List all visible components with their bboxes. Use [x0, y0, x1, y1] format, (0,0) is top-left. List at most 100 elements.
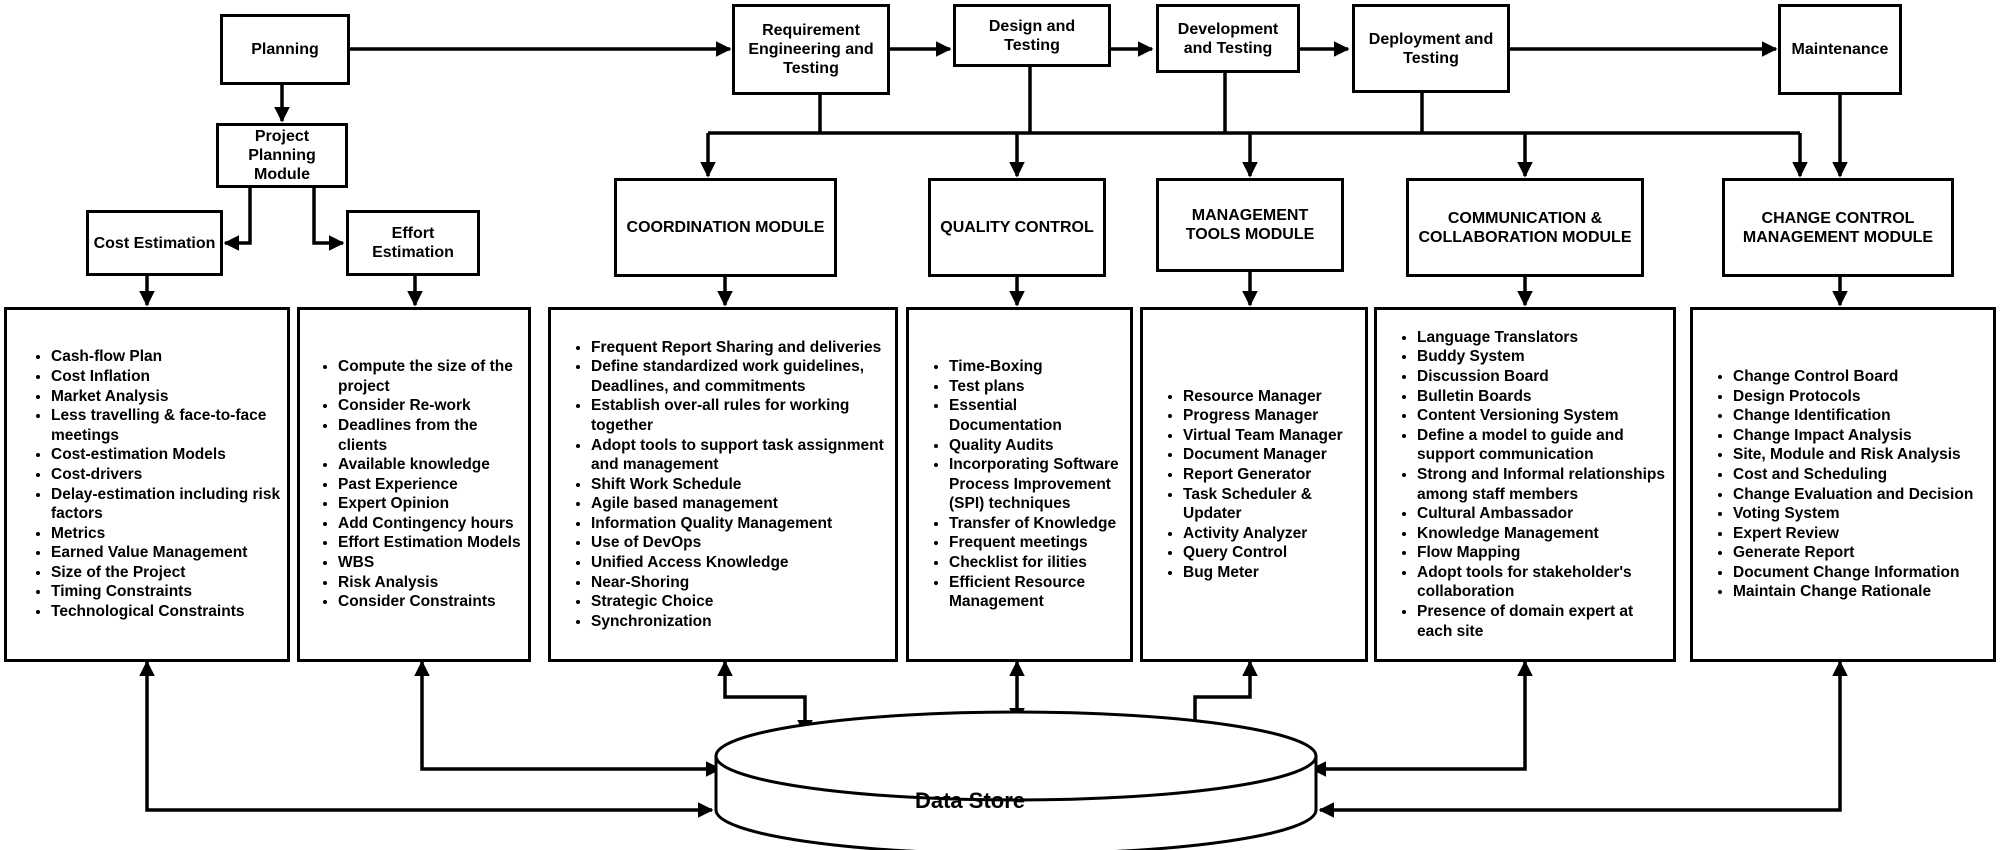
list-item: Frequent Report Sharing and deliveries [591, 338, 891, 358]
arrow-management-store [1187, 660, 1258, 736]
list-item: Cash-flow Plan [51, 347, 283, 367]
list-item: Virtual Team Manager [1183, 426, 1361, 446]
list-item: Cost Inflation [51, 367, 283, 387]
list-item: Near-Shoring [591, 573, 891, 593]
list-item: Content Versioning System [1417, 406, 1669, 426]
list-item: Change Identification [1733, 406, 1989, 426]
list-item: Expert Review [1733, 524, 1989, 544]
list-item: Bulletin Boards [1417, 387, 1669, 407]
data-store-cylinder [714, 710, 1318, 850]
list-item: Activity Analyzer [1183, 524, 1361, 544]
list-item: Adopt tools for stakeholder's collaborat… [1417, 563, 1669, 602]
list-item: Timing Constraints [51, 582, 283, 602]
list-item: Establish over-all rules for working tog… [591, 396, 891, 435]
list-item: Report Generator [1183, 465, 1361, 485]
list-item: Presence of domain expert at each site [1417, 602, 1669, 641]
list-item: Bug Meter [1183, 563, 1361, 583]
effort-estimation-module: Effort Estimation [346, 210, 480, 276]
list-item: Past Experience [338, 475, 524, 495]
list-item: Test plans [949, 377, 1126, 397]
list-item: Change Evaluation and Decision [1733, 485, 1989, 505]
list-item: Delay-estimation including risk factors [51, 485, 283, 524]
quality-control-module: QUALITY CONTROL [928, 178, 1106, 277]
management-tools-list: Resource Manager Progress Manager Virtua… [1165, 387, 1361, 583]
list-item: Buddy System [1417, 347, 1669, 367]
phase-planning: Planning [220, 14, 350, 85]
list-item: Risk Analysis [338, 573, 524, 593]
list-item: Effort Estimation Models [338, 533, 524, 553]
management-tools-panel: Resource Manager Progress Manager Virtua… [1140, 307, 1368, 662]
arrow-cost-store [139, 660, 714, 818]
list-item: Consider Re-work [338, 396, 524, 416]
list-item: Generate Report [1733, 543, 1989, 563]
list-item: Document Manager [1183, 445, 1361, 465]
effort-estimation-list: Compute the size of the project Consider… [320, 357, 524, 612]
list-item: Unified Access Knowledge [591, 553, 891, 573]
list-item: Essential Documentation [949, 396, 1126, 435]
list-item: Language Translators [1417, 328, 1669, 348]
cost-estimation-module: Cost Estimation [86, 210, 223, 276]
coordination-list: Frequent Report Sharing and deliveries D… [573, 338, 891, 632]
list-item: Progress Manager [1183, 406, 1361, 426]
management-tools-module: MANAGEMENT TOOLS MODULE [1156, 178, 1344, 272]
list-item: WBS [338, 553, 524, 573]
arrow-project-to-cost [223, 188, 252, 251]
list-item: Time-Boxing [949, 357, 1126, 377]
effort-estimation-panel: Compute the size of the project Consider… [297, 307, 531, 662]
list-item: Synchronization [591, 612, 891, 632]
list-item: Transfer of Knowledge [949, 514, 1126, 534]
phase-development: Development and Testing [1156, 4, 1300, 73]
change-control-panel: Change Control Board Design Protocols Ch… [1690, 307, 1996, 662]
list-item: Cost and Scheduling [1733, 465, 1989, 485]
coordination-panel: Frequent Report Sharing and deliveries D… [548, 307, 898, 662]
list-item: Deadlines from the clients [338, 416, 524, 455]
list-item: Adopt tools to support task assignment a… [591, 436, 891, 475]
list-item: Frequent meetings [949, 533, 1126, 553]
list-item: Quality Audits [949, 436, 1126, 456]
list-item: Incorporating Software Process Improveme… [949, 455, 1126, 514]
list-item: Checklist for ilities [949, 553, 1126, 573]
list-item: Market Analysis [51, 387, 283, 407]
arrow-project-to-effort [312, 188, 345, 251]
list-item: Discussion Board [1417, 367, 1669, 387]
communication-collaboration-module: COMMUNICATION & COLLABORATION MODULE [1406, 178, 1644, 277]
list-item: Resource Manager [1183, 387, 1361, 407]
list-item: Information Quality Management [591, 514, 891, 534]
phase-design: Design and Testing [953, 4, 1111, 67]
project-planning-module: Project Planning Module [216, 123, 348, 188]
list-item: Change Impact Analysis [1733, 426, 1989, 446]
arrow-communication-store [1310, 660, 1533, 777]
arrow-change-store [1318, 660, 1848, 818]
list-item: Cultural Ambassador [1417, 504, 1669, 524]
change-control-list: Change Control Board Design Protocols Ch… [1715, 367, 1989, 602]
list-item: Use of DevOps [591, 533, 891, 553]
list-item: Cost-estimation Models [51, 445, 283, 465]
list-item: Add Contingency hours [338, 514, 524, 534]
list-item: Shift Work Schedule [591, 475, 891, 495]
list-item: Strong and Informal relationships among … [1417, 465, 1669, 504]
list-item: Voting System [1733, 504, 1989, 524]
list-item: Maintain Change Rationale [1733, 582, 1989, 602]
quality-control-list: Time-Boxing Test plans Essential Documen… [931, 357, 1126, 612]
quality-control-panel: Time-Boxing Test plans Essential Documen… [906, 307, 1133, 662]
list-item: Document Change Information [1733, 563, 1989, 583]
coordination-module: COORDINATION MODULE [614, 178, 837, 277]
phase-requirement-engineering: Requirement Engineering and Testing [732, 4, 890, 95]
list-item: Knowledge Management [1417, 524, 1669, 544]
list-item: Metrics [51, 524, 283, 544]
list-item: Define a model to guide and support comm… [1417, 426, 1669, 465]
list-item: Consider Constraints [338, 592, 524, 612]
list-item: Define standardized work guidelines, Dea… [591, 357, 891, 396]
list-item: Less travelling & face-to-face meetings [51, 406, 283, 445]
list-item: Earned Value Management [51, 543, 283, 563]
change-control-management-module: CHANGE CONTROL MANAGEMENT MODULE [1722, 178, 1954, 277]
list-item: Change Control Board [1733, 367, 1989, 387]
list-item: Efficient Resource Management [949, 573, 1126, 612]
communication-collaboration-list: Language Translators Buddy System Discus… [1399, 328, 1669, 642]
list-item: Design Protocols [1733, 387, 1989, 407]
list-item: Compute the size of the project [338, 357, 524, 396]
communication-collaboration-panel: Language Translators Buddy System Discus… [1374, 307, 1676, 662]
list-item: Query Control [1183, 543, 1361, 563]
list-item: Technological Constraints [51, 602, 283, 622]
data-store-label: Data Store [914, 788, 1026, 813]
